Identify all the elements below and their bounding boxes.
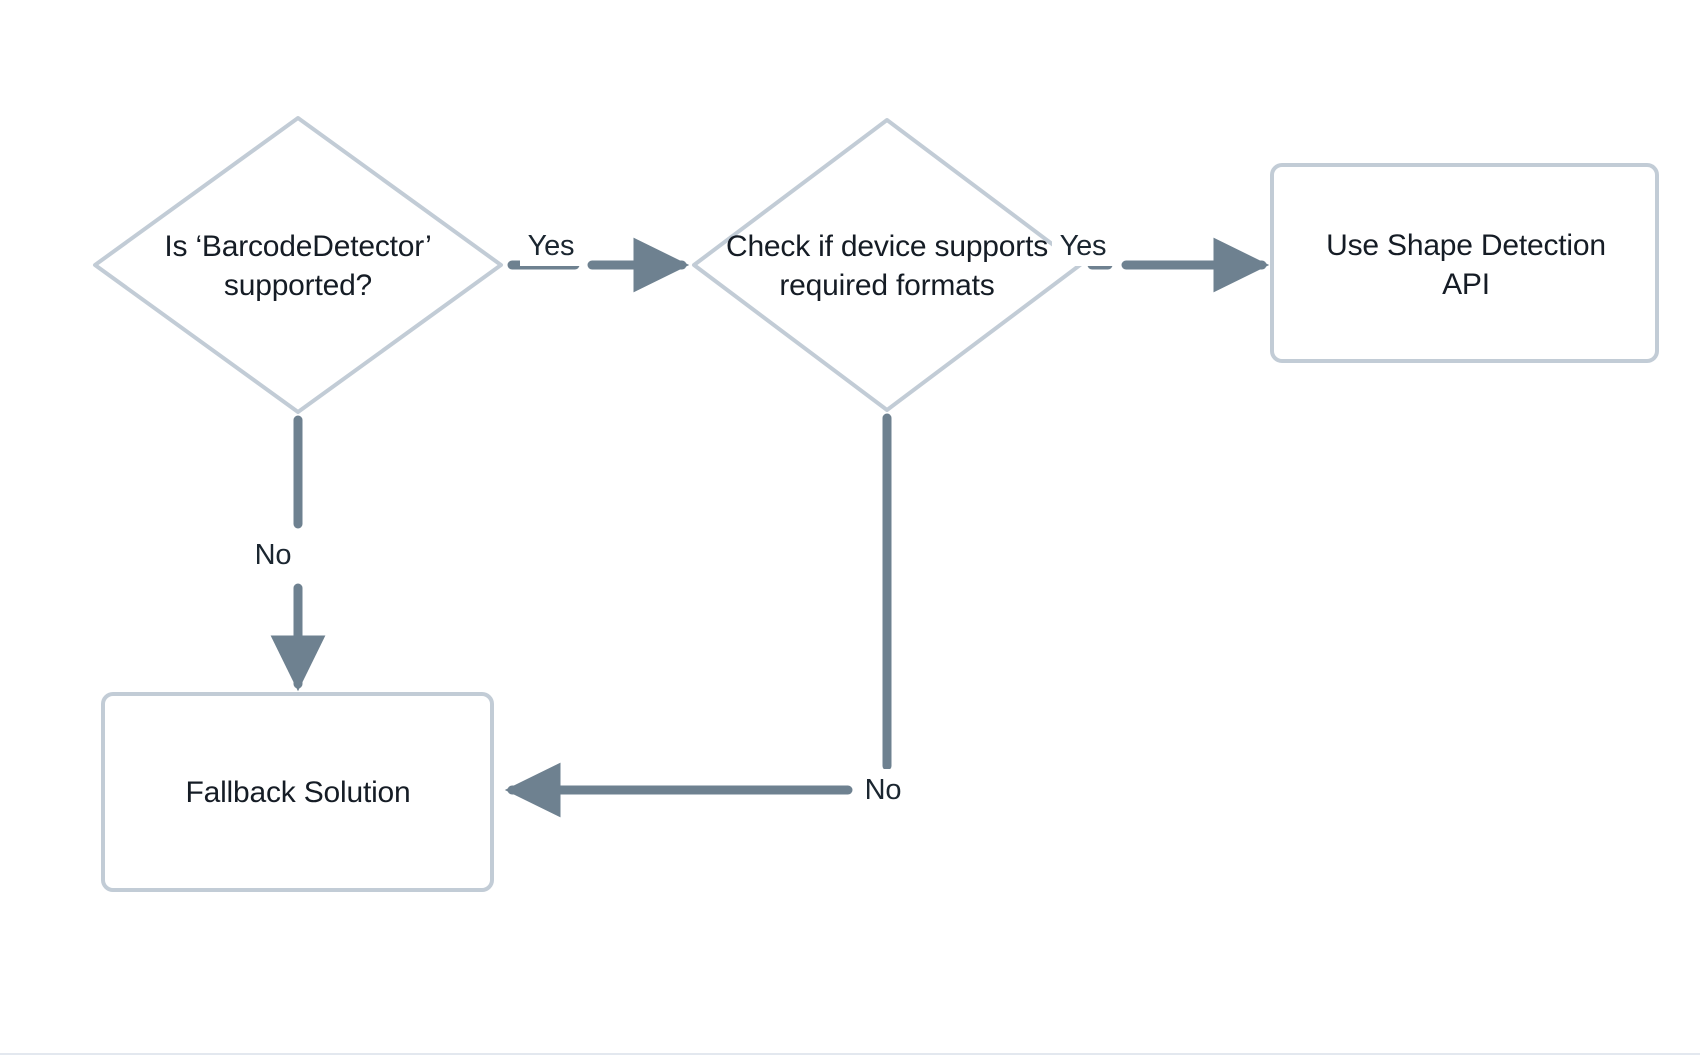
edge-formats-yes-label: Yes [1052, 226, 1114, 266]
decision-formats-supported-shape[interactable] [692, 118, 1082, 412]
bottom-divider [0, 1053, 1700, 1055]
edge-barcode-no-label: No [245, 534, 301, 576]
edge-barcode-yes-label: Yes [520, 226, 582, 266]
action-fallback-solution-shape[interactable] [101, 692, 494, 892]
edge-formats-no-label: No [855, 769, 911, 811]
decision-barcode-supported-shape[interactable] [93, 116, 503, 414]
action-shape-detection-api-shape[interactable] [1270, 163, 1659, 363]
